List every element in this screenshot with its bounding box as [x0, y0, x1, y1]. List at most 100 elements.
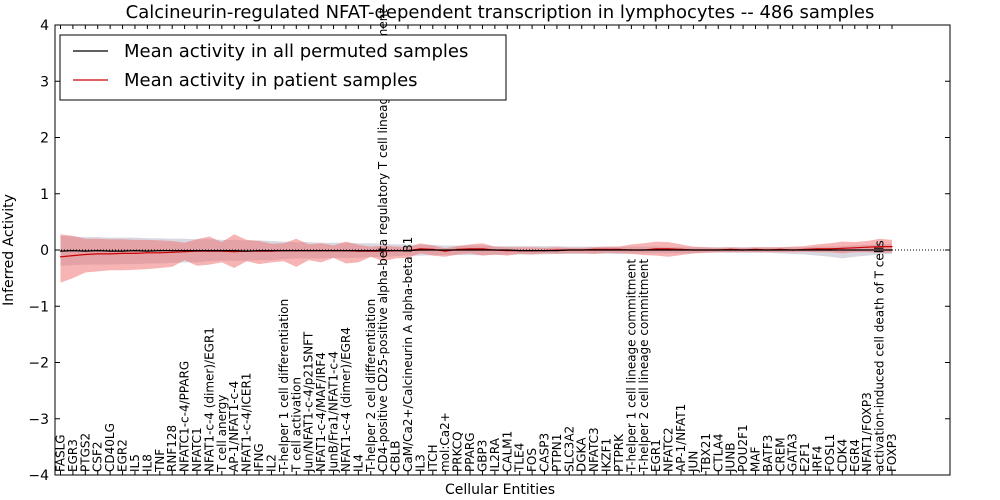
x-tick-label: CD4-positive CD25-positive alpha-beta re…: [376, 9, 390, 472]
data-point: [891, 249, 893, 251]
data-point: [879, 249, 881, 251]
series-lines: [55, 246, 950, 258]
x-tick-label: FASLG: [54, 434, 68, 472]
x-tick-label: GATA3: [786, 433, 800, 472]
data-point: [84, 253, 86, 256]
x-tick-label: E2F1: [798, 442, 812, 472]
data-point: [792, 249, 794, 251]
x-tick-label: POU2F1: [736, 424, 750, 472]
data-point: [891, 246, 893, 248]
y-tick-label: 4: [40, 18, 49, 34]
x-tick-label: MAF: [749, 446, 763, 472]
x-tick-label: AP-1/NFAT1: [674, 404, 688, 472]
x-tick-label: IL2: [265, 454, 279, 472]
data-point: [97, 253, 99, 255]
data-point: [146, 250, 148, 252]
x-tick-label: IL2RA: [488, 437, 502, 472]
x-tick-label: NFAT1-c-4 (dimer)/EGR4: [339, 327, 353, 472]
x-tick-label: NFATC1: [190, 427, 204, 472]
x-tick-label: BATF3: [761, 435, 775, 472]
x-tick-label: CaM/Ca2+/Calcineurin A alpha-beta B1: [401, 237, 415, 472]
data-point: [444, 250, 446, 252]
data-point: [97, 250, 99, 252]
data-point: [444, 249, 446, 251]
data-point: [481, 248, 484, 250]
x-tick-label: PTPN1: [550, 434, 564, 472]
data-point: [395, 250, 397, 252]
data-point: [829, 248, 831, 250]
x-tick-label: JUNB: [724, 442, 738, 473]
data-point: [630, 249, 633, 251]
x-tick-label: CSF2: [91, 441, 105, 472]
x-tick-label: IL8: [140, 454, 154, 472]
data-point: [72, 250, 74, 252]
data-point: [109, 250, 111, 252]
x-tick-label: CASP3: [538, 433, 552, 472]
x-tick-label: Jun/NFAT1-c-4/p21SNFT: [302, 331, 316, 473]
x-tick-label: EGR3: [66, 439, 80, 472]
x-tick-label: FOSL1: [823, 434, 837, 472]
data-point: [705, 249, 707, 251]
series-line-0: [60, 249, 892, 252]
y-tick-label: 0: [40, 243, 49, 259]
data-point: [519, 250, 521, 252]
data-point: [655, 249, 657, 251]
data-point: [283, 250, 285, 252]
y-tick-label: −4: [28, 468, 49, 484]
data-point: [59, 250, 62, 252]
data-point: [655, 248, 657, 250]
data-point: [382, 250, 384, 252]
x-tick-label: PPARG: [463, 432, 477, 472]
data-point: [345, 250, 347, 252]
x-tick-label: FOS: [525, 448, 539, 472]
confidence-bands: [60, 234, 892, 283]
x-tick-label: T cell anergy: [215, 395, 229, 473]
x-tick-label: IFNG: [252, 443, 266, 472]
data-point: [184, 251, 186, 253]
data-point: [457, 249, 459, 251]
data-point: [866, 249, 868, 251]
x-tick-label: TNF: [153, 449, 167, 473]
data-point: [122, 252, 124, 254]
x-tick-label: ITCH: [426, 444, 440, 472]
data-point: [556, 250, 558, 252]
data-point: [854, 249, 856, 251]
data-point: [72, 255, 74, 257]
y-tick-label: 3: [40, 74, 49, 90]
x-tick-label: GBP3: [476, 440, 490, 472]
x-axis-label: Cellular Entities: [445, 482, 555, 498]
data-point: [730, 249, 732, 251]
x-tick-label: SLC3A2: [562, 426, 576, 472]
x-tick-label: PTGS2: [78, 433, 92, 472]
data-point: [841, 247, 844, 249]
x-tick-label: NFATC3: [587, 427, 601, 472]
x-tick-label: T-helper 2 cell lineage commitment: [637, 259, 651, 473]
y-tick-label: 1: [40, 187, 49, 203]
data-point: [779, 249, 781, 251]
data-point: [568, 249, 570, 251]
x-tick-label: CREM: [773, 437, 787, 472]
data-point: [233, 251, 235, 253]
data-point: [233, 250, 235, 252]
data-point: [407, 250, 409, 252]
data-point: [593, 249, 595, 251]
data-point: [494, 249, 496, 251]
data-point: [432, 249, 434, 251]
x-tick-label: PTPRK: [612, 433, 626, 472]
x-tick-label: IKZF1: [600, 438, 614, 472]
x-tick-label: NFATC2: [662, 427, 676, 472]
band-series-1: [60, 234, 892, 283]
data-point: [692, 249, 695, 251]
x-tick-label: RNF128: [165, 425, 179, 472]
x-tick-label: CTLA4: [711, 433, 725, 472]
x-tick-label: CD40LG: [103, 423, 117, 472]
legend-box: [59, 34, 507, 101]
x-tick-label: NFAT1-c-4 (dimer)/EGR1: [202, 327, 216, 472]
x-tick-label: IL3: [413, 454, 427, 472]
x-tick-label: EGR4: [848, 439, 862, 472]
data-point: [767, 249, 769, 251]
data-point: [469, 248, 471, 250]
data-point: [841, 249, 844, 251]
